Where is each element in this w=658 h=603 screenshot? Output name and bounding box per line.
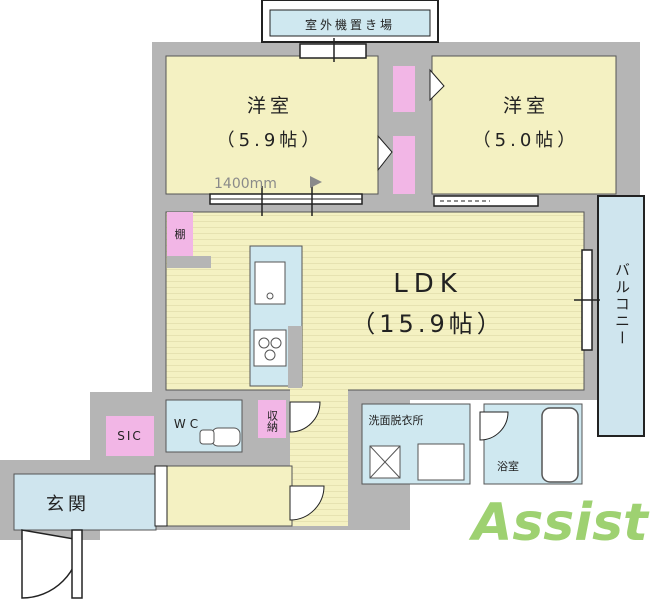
stove bbox=[253, 329, 287, 367]
bathtub bbox=[541, 407, 579, 483]
western1-name: 洋室 bbox=[247, 95, 293, 117]
western-room-1 bbox=[165, 55, 379, 195]
bath-label: 浴室 bbox=[497, 459, 519, 473]
sic-label: SIC bbox=[117, 429, 143, 443]
washroom-label: 洗面脱衣所 bbox=[369, 413, 424, 427]
closet-2 bbox=[393, 136, 415, 194]
shelf-label: 棚 bbox=[175, 227, 186, 241]
door-storage bbox=[289, 401, 321, 433]
door-hall bbox=[289, 485, 325, 521]
balcony-label: バルコニー bbox=[613, 262, 631, 347]
western1-size: （5.9帖） bbox=[217, 130, 324, 151]
western2-name: 洋室 bbox=[503, 95, 549, 117]
wash-basin bbox=[417, 443, 465, 481]
dimension-arrow-icon bbox=[310, 176, 322, 188]
balcony bbox=[597, 195, 645, 437]
western-room-2 bbox=[431, 55, 617, 195]
dimension-label: 1400mm bbox=[214, 176, 277, 192]
assist-logo: Assist bbox=[468, 493, 650, 553]
ldk-name: LDK bbox=[393, 269, 463, 299]
hallway bbox=[165, 465, 293, 527]
western2-size: （5.0帖） bbox=[473, 130, 580, 151]
sink bbox=[254, 261, 286, 305]
outdoor-unit-label: 室外機置き場 bbox=[305, 17, 395, 32]
storage bbox=[258, 400, 286, 438]
ldk-size: （15.9帖） bbox=[351, 310, 504, 338]
sic bbox=[106, 416, 154, 456]
door-wash bbox=[479, 411, 509, 441]
storage-label: 収納 bbox=[266, 410, 279, 433]
window-top bbox=[299, 43, 367, 59]
toilet bbox=[211, 427, 241, 447]
closet-1 bbox=[393, 66, 415, 112]
entrance-label: 玄関 bbox=[46, 494, 90, 515]
ldk-room bbox=[165, 211, 585, 391]
wc-label: WC bbox=[174, 417, 202, 431]
shelf bbox=[167, 212, 193, 256]
entrance bbox=[13, 473, 157, 531]
